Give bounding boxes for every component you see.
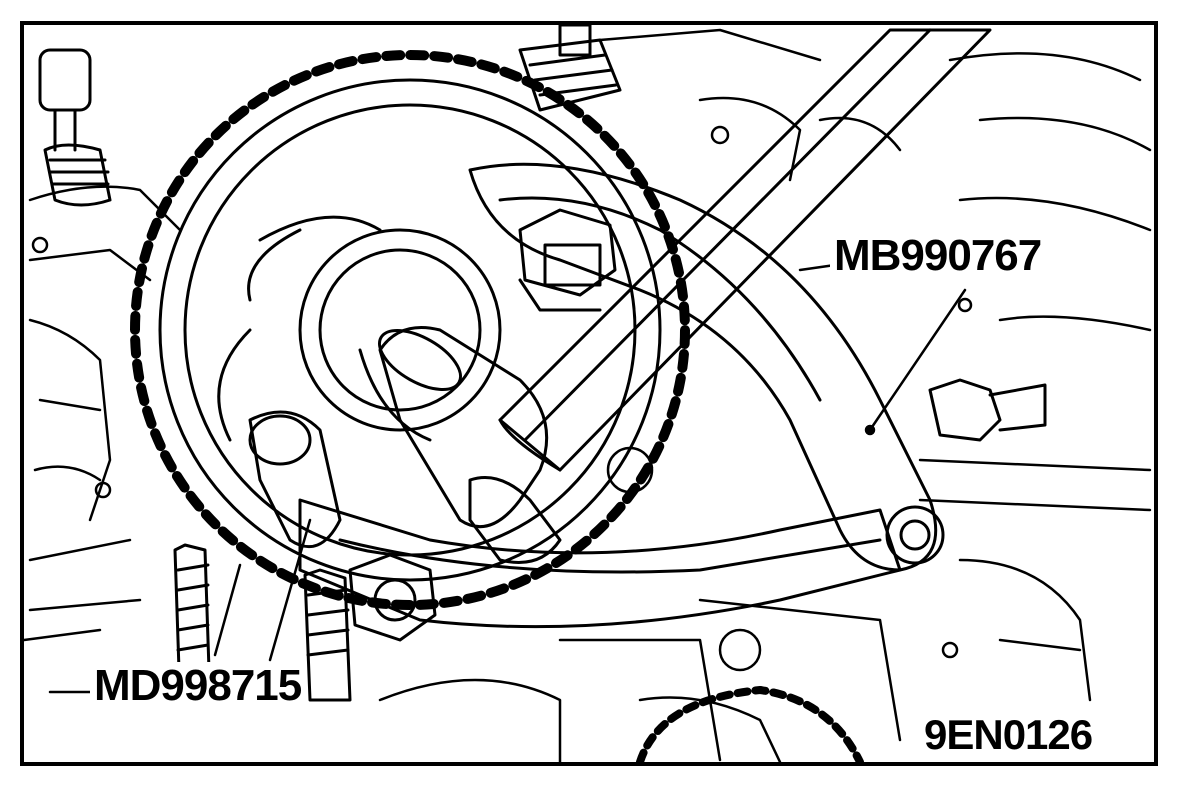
valve-spring-left — [38, 48, 112, 207]
tool-label-md998715: MD998715 — [90, 662, 306, 710]
tool-label-mb990767: MB990767 — [830, 232, 1046, 280]
valve-spring-right — [518, 25, 622, 112]
sprocket-hub — [298, 228, 502, 442]
leader-lines — [48, 263, 967, 694]
fastener-holes — [31, 125, 973, 672]
holder-bar-md998715 — [248, 410, 902, 629]
tool-spindle — [378, 326, 562, 564]
hex-bolt-lower — [348, 553, 437, 642]
figure-code: 9EN0126 — [920, 712, 1097, 758]
wrench-handle — [498, 28, 992, 472]
holder-arm-mb990767 — [468, 162, 945, 572]
hex-bolt-upper — [518, 208, 617, 312]
lower-sprocket — [636, 686, 864, 762]
engine-housing — [24, 28, 1152, 762]
hex-bolt-right — [928, 378, 1047, 442]
